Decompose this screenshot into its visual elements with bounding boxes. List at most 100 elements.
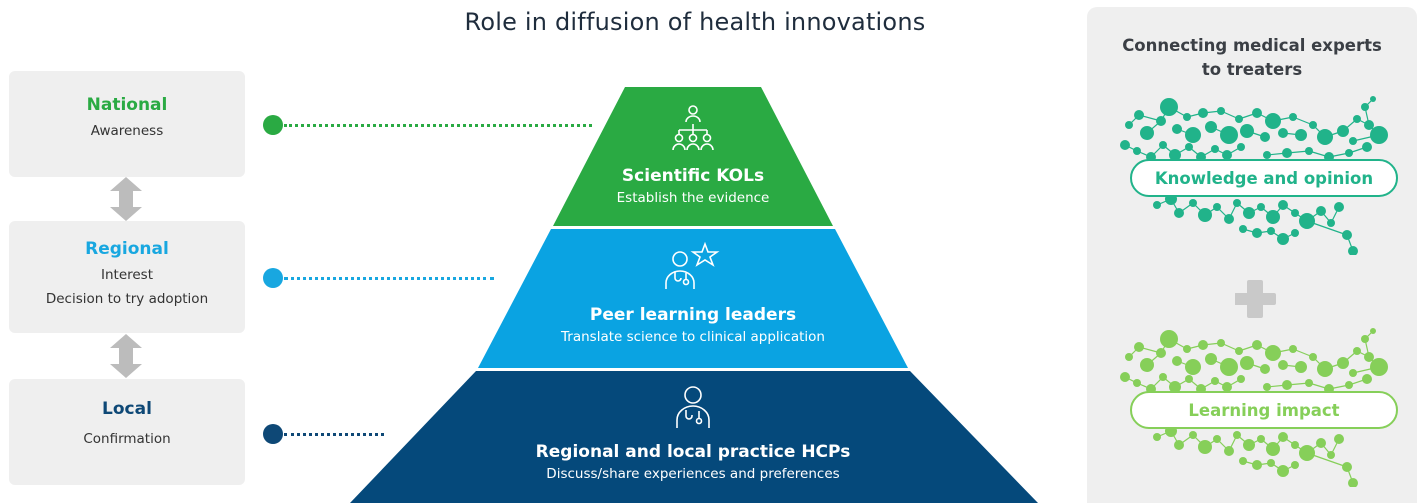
- network-node: [1213, 203, 1221, 211]
- network-node: [1291, 461, 1299, 469]
- network-node: [1277, 233, 1289, 245]
- network-node: [1361, 335, 1369, 343]
- network-node: [1257, 203, 1265, 211]
- level-national-box: National Awareness: [9, 71, 245, 177]
- tier-bottom-description: Discuss/share experiences and preference…: [546, 466, 840, 482]
- network-node: [1243, 207, 1255, 219]
- network-node: [1327, 219, 1335, 227]
- network-node: [1267, 227, 1275, 235]
- network-node: [1237, 143, 1245, 151]
- network-node: [1316, 438, 1326, 448]
- network-node: [1299, 213, 1315, 229]
- pyramid-tier-bottom: [350, 371, 1038, 503]
- network-node: [1337, 125, 1349, 137]
- network-node: [1370, 126, 1388, 144]
- learning-impact-label: Learning impact: [1130, 391, 1398, 429]
- network-node: [1211, 377, 1219, 385]
- network-node: [1348, 246, 1358, 255]
- network-node: [1316, 206, 1326, 216]
- network-node: [1305, 147, 1313, 155]
- tier-top-description: Establish the evidence: [616, 190, 770, 206]
- network-node: [1159, 373, 1167, 381]
- network-node: [1235, 347, 1243, 355]
- connector-line-national: [284, 124, 592, 127]
- connector-line-local: [284, 433, 384, 436]
- tier-middle-title: Peer learning leaders: [589, 305, 797, 325]
- network-node: [1263, 383, 1271, 391]
- network-node: [1133, 379, 1141, 387]
- org-chart-icon: [672, 105, 714, 151]
- level-local-box: Local Confirmation: [9, 379, 245, 485]
- network-node: [1263, 151, 1271, 159]
- network-node: [1257, 435, 1265, 443]
- network-node: [1125, 353, 1133, 361]
- network-node: [1233, 199, 1241, 207]
- network-node: [1220, 126, 1238, 144]
- network-node: [1213, 435, 1221, 443]
- network-node: [1370, 96, 1376, 102]
- network-node: [1265, 113, 1281, 129]
- doctor-star-icon: [665, 241, 720, 289]
- network-node: [1160, 98, 1178, 116]
- network-node: [1239, 225, 1247, 233]
- knowledge-opinion-label: Knowledge and opinion: [1130, 159, 1398, 197]
- network-node: [1267, 459, 1275, 467]
- network-node: [1205, 121, 1217, 133]
- network-node: [1198, 108, 1208, 118]
- network-node: [1309, 353, 1317, 361]
- network-node: [1277, 465, 1289, 477]
- connector-line-regional: [284, 277, 494, 280]
- pyramid-tier-middle: [478, 229, 908, 368]
- network-node: [1327, 451, 1335, 459]
- network-node: [1183, 345, 1191, 353]
- network-node: [1189, 431, 1197, 439]
- network-node: [1222, 150, 1232, 160]
- network-node: [1265, 345, 1281, 361]
- network-node: [1353, 347, 1361, 355]
- network-node: [1185, 375, 1193, 383]
- network-node: [1174, 208, 1184, 218]
- network-node: [1153, 201, 1161, 209]
- level-regional-box: Regional Interest Decision to try adopti…: [9, 221, 245, 333]
- network-node: [1349, 369, 1357, 377]
- tier-middle-description: Translate science to clinical applicatio…: [561, 329, 825, 345]
- network-node: [1342, 462, 1352, 472]
- network-node: [1169, 149, 1181, 161]
- network-node: [1291, 209, 1299, 217]
- tier-bottom-title: Regional and local practice HCPs: [535, 442, 851, 462]
- network-node: [1217, 339, 1225, 347]
- network-node: [1334, 434, 1344, 444]
- network-node: [1353, 115, 1361, 123]
- network-node: [1224, 214, 1234, 224]
- network-node: [1224, 446, 1234, 456]
- network-node: [1134, 342, 1144, 352]
- network-node: [1370, 328, 1376, 334]
- network-node: [1252, 108, 1262, 118]
- connecting-experts-panel: Connecting medical experts to treaters K…: [1087, 7, 1417, 503]
- network-node: [1120, 140, 1130, 150]
- network-node: [1364, 120, 1374, 130]
- network-node: [1133, 147, 1141, 155]
- network-node: [1334, 202, 1344, 212]
- network-node: [1278, 128, 1288, 138]
- network-node: [1220, 358, 1238, 376]
- network-node: [1337, 357, 1349, 369]
- tier-top-text: Scientific KOLs Establish the evidence: [553, 166, 833, 206]
- us-network-map-learning: [1120, 328, 1388, 487]
- network-node: [1120, 372, 1130, 382]
- network-node: [1205, 353, 1217, 365]
- network-node: [1169, 381, 1181, 393]
- connector-dot-local: [263, 424, 283, 444]
- network-node: [1134, 110, 1144, 120]
- network-node: [1266, 210, 1280, 224]
- network-node: [1252, 460, 1262, 470]
- network-node: [1183, 113, 1191, 121]
- network-node: [1159, 141, 1167, 149]
- network-node: [1252, 340, 1262, 350]
- panel-title-line-1: Connecting medical experts: [1122, 36, 1382, 55]
- network-node: [1217, 107, 1225, 115]
- network-node: [1140, 126, 1154, 140]
- network-node: [1243, 439, 1255, 451]
- network-node: [1222, 382, 1232, 392]
